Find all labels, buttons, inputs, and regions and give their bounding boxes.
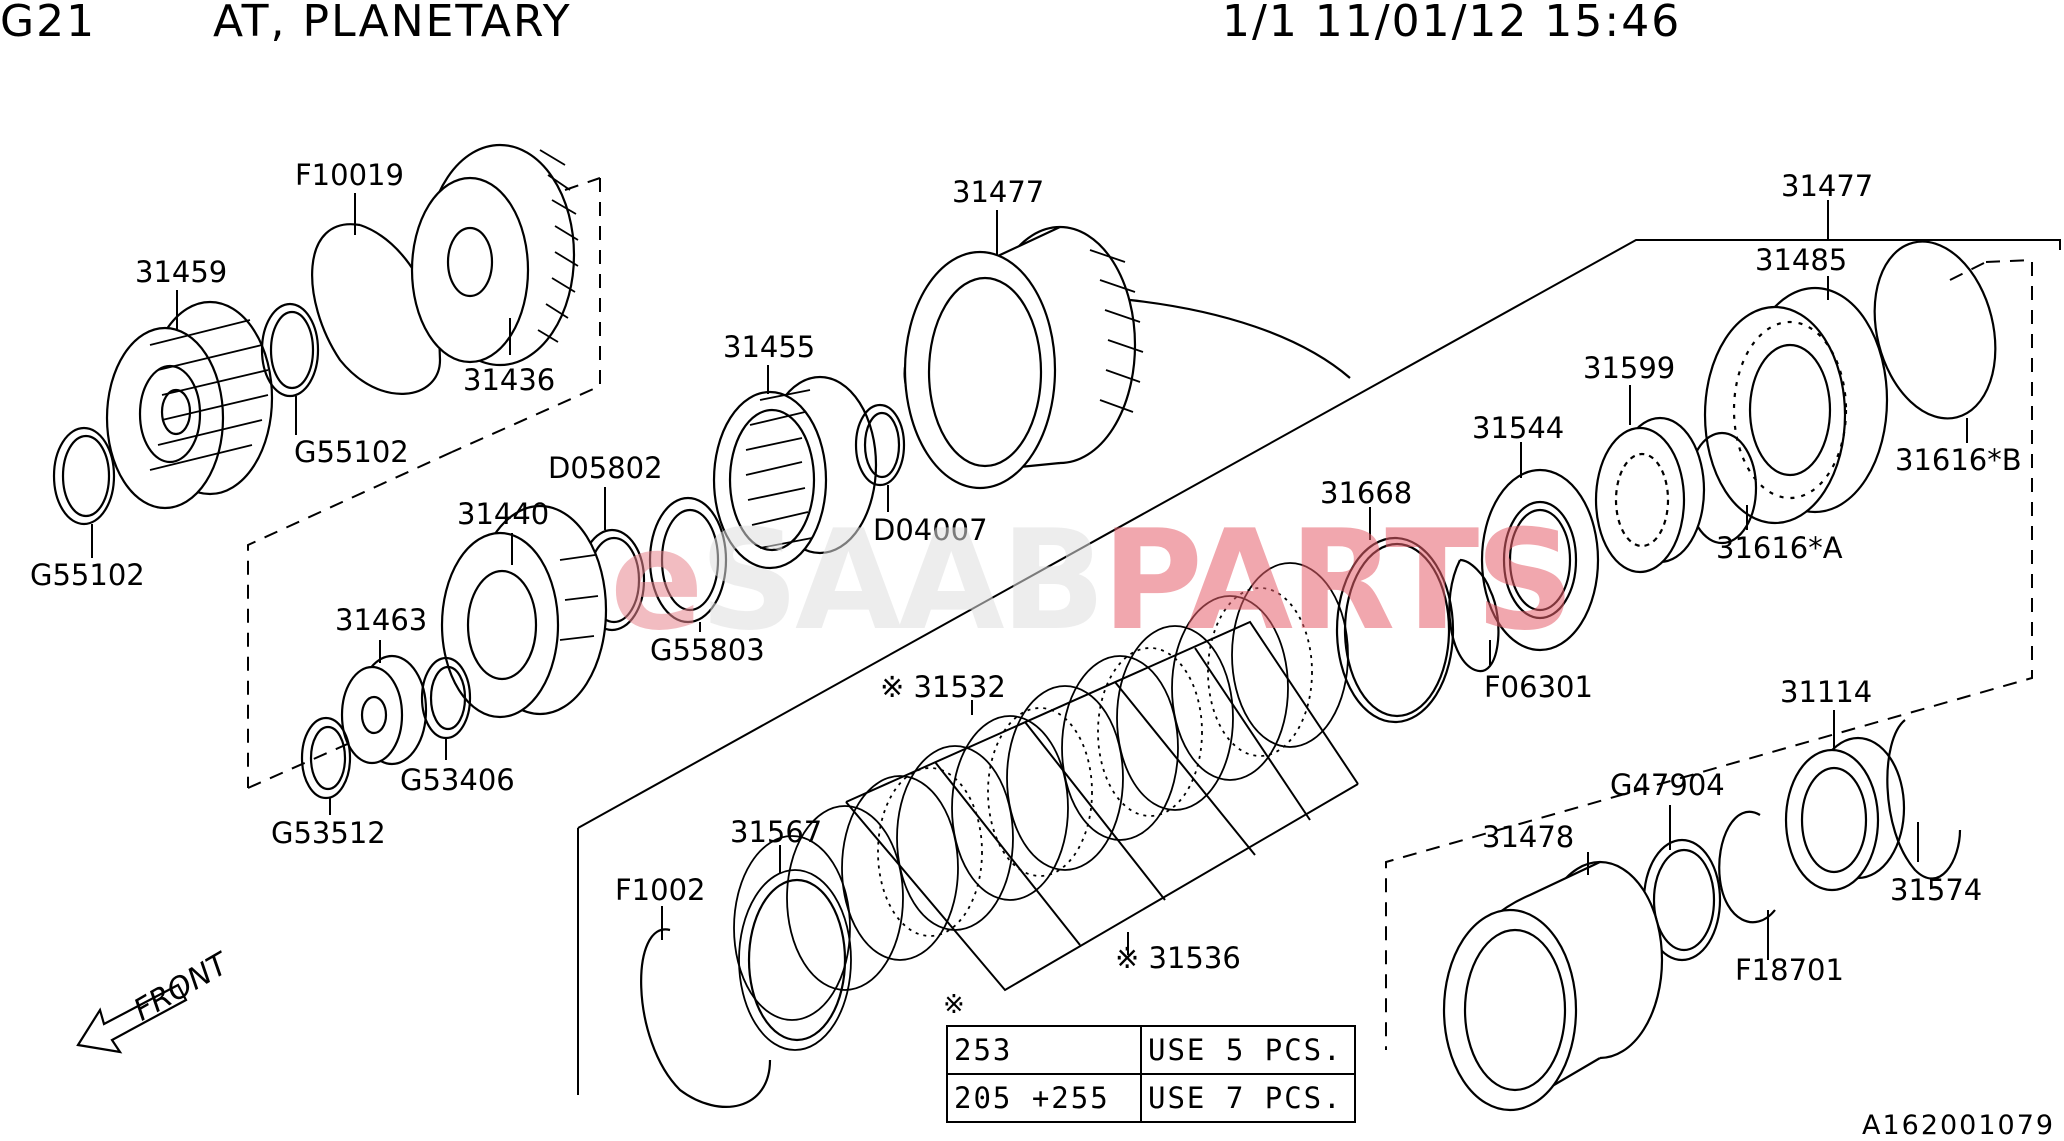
label-31616A[interactable]: 31616*A bbox=[1716, 531, 1843, 565]
label-31668[interactable]: 31668 bbox=[1320, 476, 1412, 510]
leader-lines bbox=[91, 193, 1968, 960]
part-labels: F10019 31459 31436 G55102 G55102 31477 3… bbox=[30, 158, 2022, 987]
part-31436-carrier[interactable] bbox=[410, 143, 579, 367]
label-31455[interactable]: 31455 bbox=[723, 330, 815, 364]
label-31440[interactable]: 31440 bbox=[457, 497, 549, 531]
part-31459-drum[interactable] bbox=[105, 300, 274, 510]
label-G55803[interactable]: G55803 bbox=[650, 633, 765, 667]
part-31455-ring-gear[interactable] bbox=[712, 375, 878, 570]
diagram-header: G21 AT, PLANETARY 1/1 11/01/12 15:46 bbox=[0, 0, 2064, 47]
part-G55803-bearing[interactable] bbox=[648, 496, 728, 624]
label-D05802[interactable]: D05802 bbox=[548, 451, 663, 485]
part-31574-snap-ring[interactable] bbox=[1886, 719, 1962, 880]
label-G53512[interactable]: G53512 bbox=[271, 816, 386, 850]
part-G55102-washer-left[interactable] bbox=[52, 426, 116, 526]
part-31616B-seal[interactable] bbox=[1857, 229, 2013, 432]
label-F06301[interactable]: F06301 bbox=[1484, 670, 1593, 704]
note-row: 253 USE 5 PCS. bbox=[946, 1025, 1356, 1075]
part-31114-one-way-clutch[interactable] bbox=[1784, 736, 1906, 892]
label-31599[interactable]: 31599 bbox=[1583, 351, 1675, 385]
part-G55102-washer[interactable] bbox=[260, 302, 320, 398]
part-31668-ring[interactable] bbox=[1335, 536, 1455, 724]
note-code-cell: 205 +255 bbox=[946, 1073, 1142, 1123]
diagram-page-date: 1/1 11/01/12 15:46 bbox=[1222, 0, 1682, 47]
part-F1002-snap-ring[interactable] bbox=[640, 928, 772, 1108]
part-F06301-snap-ring[interactable] bbox=[1448, 558, 1500, 673]
label-31574[interactable]: 31574 bbox=[1890, 873, 1982, 907]
label-31544[interactable]: 31544 bbox=[1472, 411, 1564, 445]
note-usage-cell: USE 7 PCS. bbox=[1140, 1073, 1356, 1123]
diagram-reference-code: A162001079 bbox=[1862, 1110, 2056, 1141]
watermark-parts: PARTS bbox=[1101, 500, 1575, 661]
part-31478-drum-lower[interactable] bbox=[1442, 860, 1664, 1112]
front-direction-arrow bbox=[76, 983, 188, 1054]
label-31567[interactable]: 31567 bbox=[730, 815, 822, 849]
part-31544-cover[interactable] bbox=[1480, 468, 1600, 652]
note-asterisk: ※ bbox=[943, 990, 965, 1020]
label-G53406[interactable]: G53406 bbox=[400, 763, 515, 797]
note-code-cell: 253 bbox=[946, 1025, 1142, 1075]
label-31114[interactable]: 31114 bbox=[1780, 675, 1872, 709]
label-31532[interactable]: ※ 31532 bbox=[880, 670, 1006, 704]
label-G47904[interactable]: G47904 bbox=[1610, 768, 1725, 802]
part-G53512-washer[interactable] bbox=[300, 716, 352, 800]
label-31477-upper[interactable]: 31477 bbox=[952, 175, 1044, 209]
esaabparts-watermark: eSAABPARTS bbox=[610, 500, 1575, 661]
watermark-e: e bbox=[610, 500, 704, 661]
part-31477-drum-upper[interactable] bbox=[903, 225, 1351, 490]
part-31463-sun-gear[interactable] bbox=[340, 654, 428, 766]
label-G55102-left[interactable]: G55102 bbox=[30, 558, 145, 592]
label-31485[interactable]: 31485 bbox=[1755, 243, 1847, 277]
note-row: 205 +255 USE 7 PCS. bbox=[946, 1073, 1356, 1123]
part-clutch-plate-pack[interactable] bbox=[733, 562, 1349, 1021]
label-G55102[interactable]: G55102 bbox=[294, 435, 409, 469]
label-F10019[interactable]: F10019 bbox=[295, 158, 404, 192]
label-F18701[interactable]: F18701 bbox=[1735, 953, 1844, 987]
part-31599-spring-retainer[interactable] bbox=[1594, 416, 1706, 574]
label-31459[interactable]: 31459 bbox=[135, 255, 227, 289]
part-F18701-snap-ring[interactable] bbox=[1718, 810, 1776, 924]
group-boundaries bbox=[247, 177, 2061, 1095]
label-D04007[interactable]: D04007 bbox=[873, 513, 988, 547]
part-31440-carrier[interactable] bbox=[440, 504, 608, 719]
label-31477-right[interactable]: 31477 bbox=[1781, 169, 1873, 203]
label-31463[interactable]: 31463 bbox=[335, 603, 427, 637]
note-usage-cell: USE 5 PCS. bbox=[1140, 1025, 1356, 1075]
watermark-saab: SAAB bbox=[699, 500, 1106, 661]
label-31536[interactable]: ※ 31536 bbox=[1115, 941, 1241, 975]
part-D04007-washer[interactable] bbox=[854, 403, 906, 487]
label-31436[interactable]: 31436 bbox=[463, 363, 555, 397]
part-31567-plate[interactable] bbox=[738, 869, 852, 1051]
diagram-title: AT, PLANETARY bbox=[213, 0, 572, 47]
clutch-plate-brackets bbox=[845, 620, 1359, 992]
label-31478[interactable]: 31478 bbox=[1482, 820, 1574, 854]
part-31485-piston[interactable] bbox=[1703, 286, 1889, 525]
label-31616B[interactable]: 31616*B bbox=[1895, 443, 2022, 477]
usage-note-table: 253 USE 5 PCS. 205 +255 USE 7 PCS. bbox=[946, 1025, 1356, 1123]
group-code: G21 bbox=[0, 0, 97, 47]
part-G53406-bearing[interactable] bbox=[420, 656, 472, 740]
label-F1002[interactable]: F1002 bbox=[615, 873, 705, 907]
